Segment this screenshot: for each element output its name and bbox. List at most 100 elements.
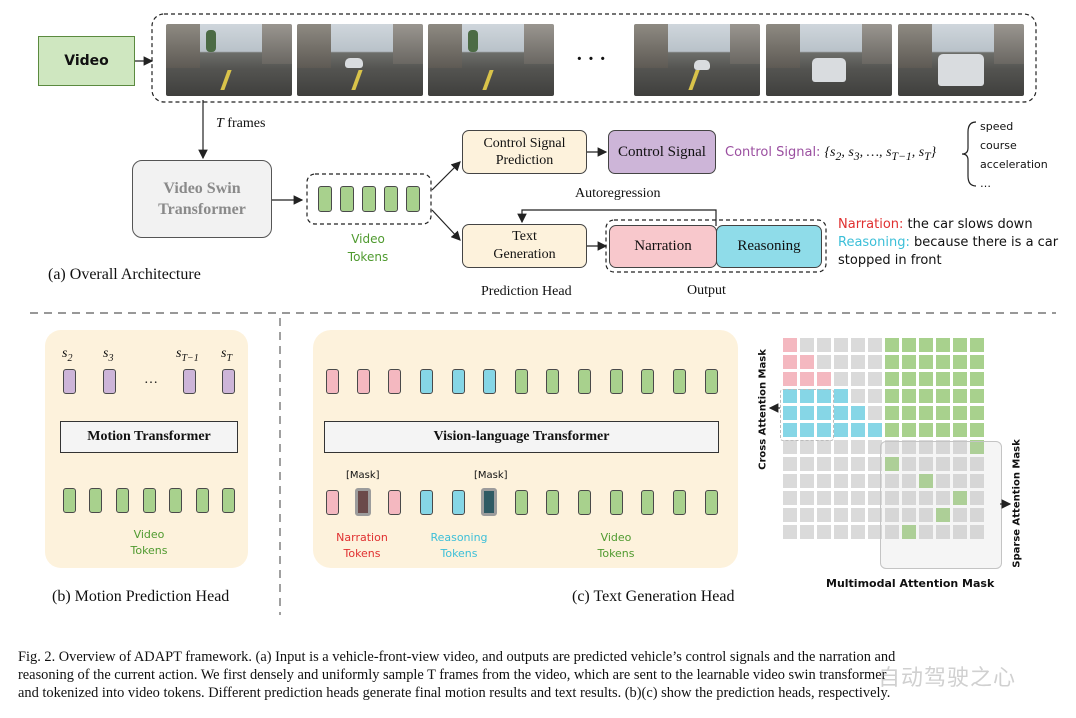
mask-cell (919, 440, 933, 454)
frame-2 (297, 24, 423, 96)
overall-video-tokens-label: Video Tokens (347, 232, 389, 264)
frame-1 (166, 24, 292, 96)
vl-transformer-box: Vision-language Transformer (324, 421, 719, 453)
mask-cell (885, 338, 899, 352)
mask-cell (902, 491, 916, 505)
control-item-speed: speed (980, 120, 1014, 133)
mask-cell (783, 389, 797, 403)
mask-cell (851, 525, 865, 539)
mask-cell (783, 474, 797, 488)
mask-cell (953, 423, 967, 437)
mask-cell (885, 389, 899, 403)
caption-line-1: Fig. 2. Overview of ADAPT framework. (a)… (18, 649, 896, 665)
mask-cell (902, 406, 916, 420)
mask-cell (868, 355, 882, 369)
vl-output-token (546, 369, 559, 394)
motion-transformer-label: Motion Transformer (87, 429, 211, 444)
brace (961, 121, 977, 187)
mask-cell (817, 508, 831, 522)
mask-cell (817, 372, 831, 386)
mask-cell (902, 338, 916, 352)
sparse-mask-outline (880, 441, 1002, 569)
mask-cell (800, 406, 814, 420)
mask-cell (902, 457, 916, 471)
mask-cell (851, 423, 865, 437)
mask-cell (868, 440, 882, 454)
mask-cell (783, 355, 797, 369)
mask-cell (783, 372, 797, 386)
mask-cell (868, 525, 882, 539)
mask-cell (800, 338, 814, 352)
mask-cell (800, 457, 814, 471)
mask-cell (868, 389, 882, 403)
mask-cell (936, 355, 950, 369)
mask-cell (953, 440, 967, 454)
mask-cell (783, 508, 797, 522)
mask-cell (953, 474, 967, 488)
s-label-ellipsis: … (144, 372, 158, 387)
mask-cell (851, 440, 865, 454)
sparse-attention-label: Sparse Attention Mask (1011, 439, 1023, 568)
video-box: Video (38, 36, 135, 86)
caption-b: (b) Motion Prediction Head (52, 588, 230, 605)
mask-cell (868, 338, 882, 352)
vl-output-token (326, 369, 339, 394)
mask-cell (902, 525, 916, 539)
reasoning-text-2: stopped in front (838, 253, 942, 268)
motion-video-token (196, 488, 209, 513)
motion-output-token (63, 369, 76, 394)
control-signal-formula: Control Signal: {s2, s3, …, sT−1, sT} (725, 143, 936, 163)
vl-input-token (326, 490, 339, 515)
tg-label: Text Generation (493, 229, 556, 262)
mask-cell (834, 508, 848, 522)
figure-caption: Fig. 2. Overview of ADAPT framework. (a)… (18, 648, 1058, 702)
overall-token (340, 186, 354, 212)
mask-cell (919, 338, 933, 352)
mask-cell (970, 372, 984, 386)
mask-cell (919, 355, 933, 369)
mask-cell (953, 372, 967, 386)
motion-video-token (63, 488, 76, 513)
vl-output-token (483, 369, 496, 394)
vl-output-token (420, 369, 433, 394)
mask-label-2: [Mask] (474, 470, 508, 481)
vl-input-token (420, 490, 433, 515)
mask-cell (936, 457, 950, 471)
narration-text: the car slows down (907, 217, 1033, 232)
mask-cell (868, 457, 882, 471)
mask-cell (868, 406, 882, 420)
mask-cell (902, 474, 916, 488)
mask-cell (902, 423, 916, 437)
mask-cell (970, 338, 984, 352)
mask-cell (970, 440, 984, 454)
frames-ellipsis: · · · (576, 48, 607, 70)
mask-cell (851, 372, 865, 386)
autoregression-label: Autoregression (575, 186, 661, 201)
mask-cell (902, 372, 916, 386)
mask-cell (885, 355, 899, 369)
mask-cell (953, 491, 967, 505)
mask-cell (885, 372, 899, 386)
multimodal-attention-label: Multimodal Attention Mask (826, 577, 995, 590)
mask-cell (953, 508, 967, 522)
mask-cell (885, 423, 899, 437)
vl-transformer-label: Vision-language Transformer (433, 429, 610, 444)
mask-cell (936, 440, 950, 454)
mask-cell (919, 406, 933, 420)
mask-cell (936, 338, 950, 352)
mask-cell (783, 406, 797, 420)
mask-cell (817, 525, 831, 539)
text-video-tokens-label: Video Tokens (597, 531, 635, 560)
vl-output-token (705, 369, 718, 394)
mask-cell (919, 423, 933, 437)
cs-label: Control Signal (618, 143, 706, 160)
mask-label-1: [Mask] (346, 470, 380, 481)
mask-cell (936, 474, 950, 488)
mask-cell (834, 474, 848, 488)
autoregression-loop (517, 209, 717, 226)
t-frames-label: T frames (216, 116, 265, 132)
mask-cell (783, 491, 797, 505)
control-item-course: course (980, 139, 1017, 152)
frames-container (151, 13, 1037, 103)
mask-cell (800, 389, 814, 403)
